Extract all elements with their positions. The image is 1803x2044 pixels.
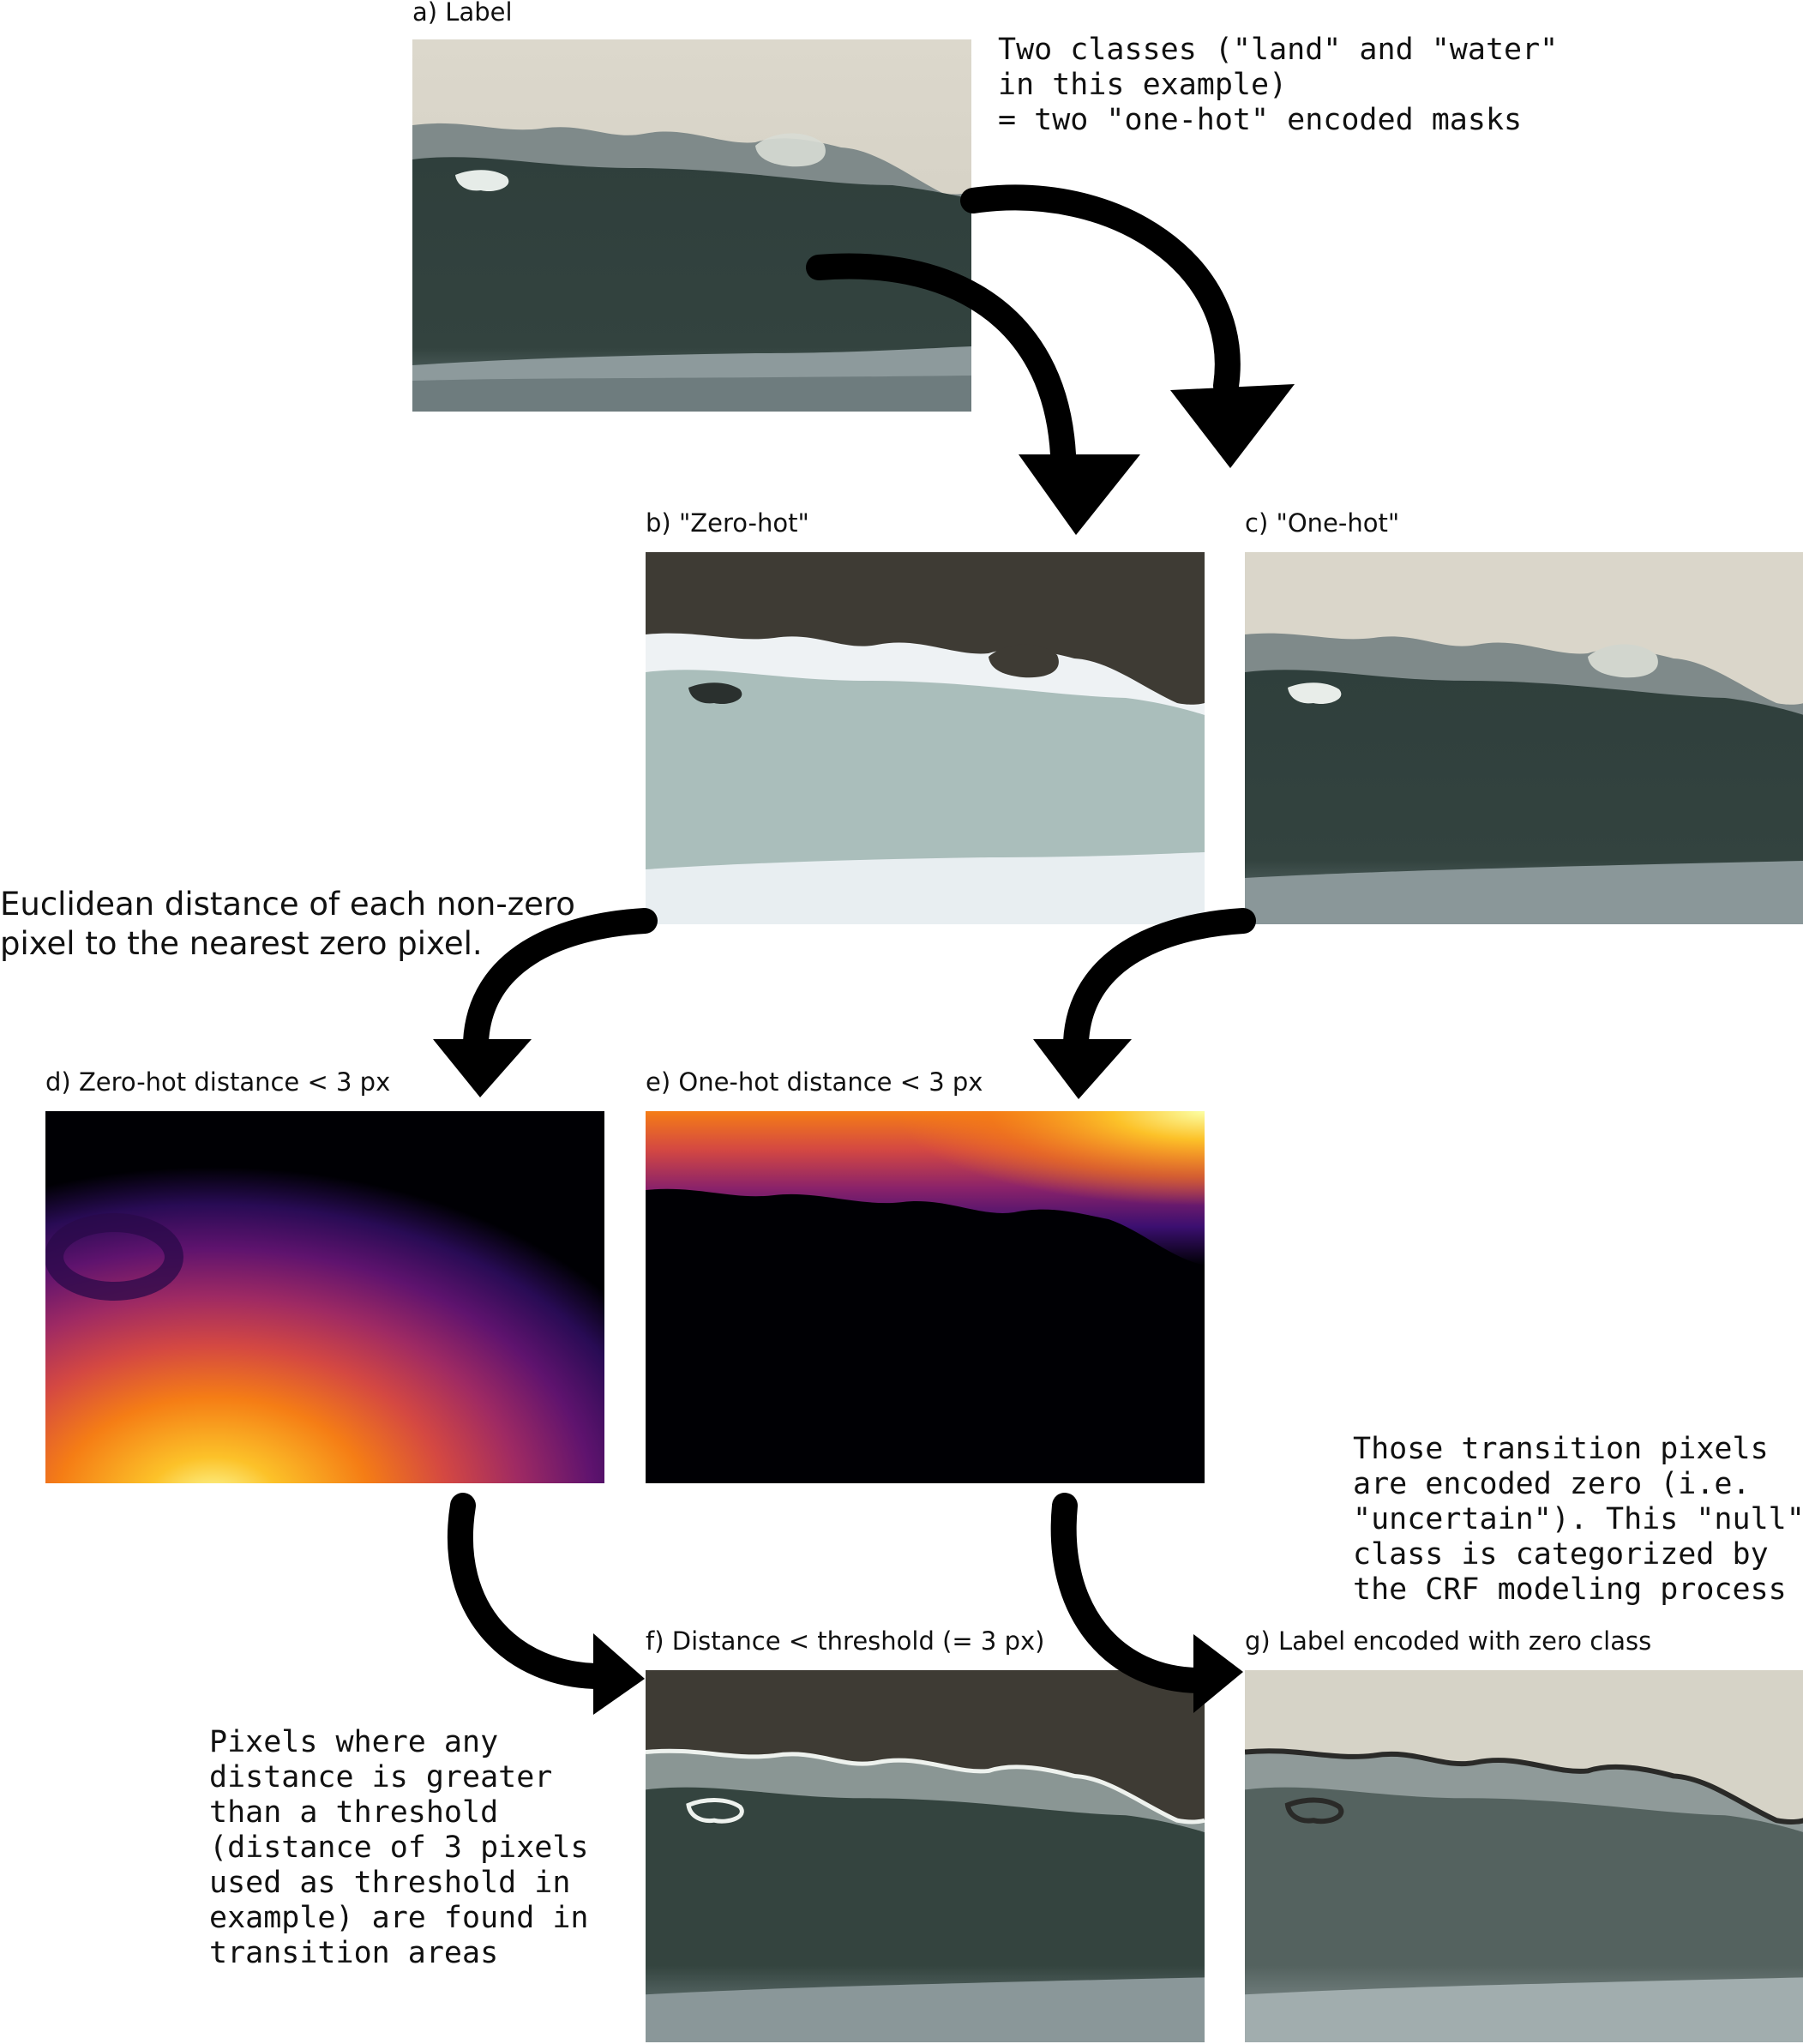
note-transition-line: the CRF modeling process (1353, 1572, 1787, 1607)
panel-g-zero-class-image (1245, 1670, 1803, 2042)
note-threshold-line: example) are found in (209, 1901, 589, 1935)
panel-e-one-hot-distance-heatmap (646, 1111, 1205, 1483)
note-threshold-line: than a threshold (209, 1795, 499, 1830)
panel-c-one-hot-image (1245, 552, 1803, 924)
note-threshold-line: transition areas (209, 1936, 499, 1970)
note-transition-line: "uncertain"). This "null" (1353, 1502, 1803, 1536)
arrow-a-to-c (960, 184, 1295, 468)
note-euclidean: Euclidean distance of each non-zero pixe… (0, 885, 575, 964)
note-transition: Those transition pixels are encoded zero… (1353, 1432, 1803, 1608)
panel-a-label-image (412, 39, 971, 412)
arrow-d-to-f (447, 1493, 645, 1715)
caption-g: g) Label encoded with zero class (1245, 1626, 1652, 1656)
note-threshold-line: (distance of 3 pixels (209, 1831, 589, 1865)
note-classes-line: in this example) (998, 68, 1288, 102)
caption-e: e) One-hot distance < 3 px (646, 1067, 983, 1097)
note-euclidean-line: Euclidean distance of each non-zero (0, 886, 575, 923)
panel-f-threshold-image (646, 1670, 1205, 2042)
note-transition-line: are encoded zero (i.e. (1353, 1467, 1751, 1501)
note-transition-line: Those transition pixels (1353, 1432, 1769, 1466)
panel-b-zero-hot-image (646, 552, 1205, 924)
caption-f: f) Distance < threshold (= 3 px) (646, 1626, 1045, 1656)
note-classes-line: Two classes ("land" and "water" (998, 33, 1559, 67)
note-classes: Two classes ("land" and "water" in this … (998, 33, 1558, 138)
note-threshold-line: distance is greater (209, 1760, 553, 1795)
caption-a: a) Label (412, 0, 513, 27)
note-euclidean-line: pixel to the nearest zero pixel. (0, 925, 483, 962)
note-threshold-line: Pixels where any (209, 1725, 499, 1759)
caption-b: b) "Zero-hot" (646, 508, 809, 538)
caption-c: c) "One-hot" (1245, 508, 1400, 538)
caption-d: d) Zero-hot distance < 3 px (45, 1067, 391, 1097)
note-transition-line: class is categorized by (1353, 1537, 1769, 1572)
note-threshold-line: used as threshold in (209, 1866, 571, 1900)
arrow-c-to-e (1033, 908, 1256, 1099)
panel-d-zero-hot-distance-heatmap (45, 1111, 604, 1483)
note-threshold: Pixels where any distance is greater tha… (209, 1725, 589, 1971)
note-classes-line: = two "one-hot" encoded masks (998, 103, 1523, 137)
